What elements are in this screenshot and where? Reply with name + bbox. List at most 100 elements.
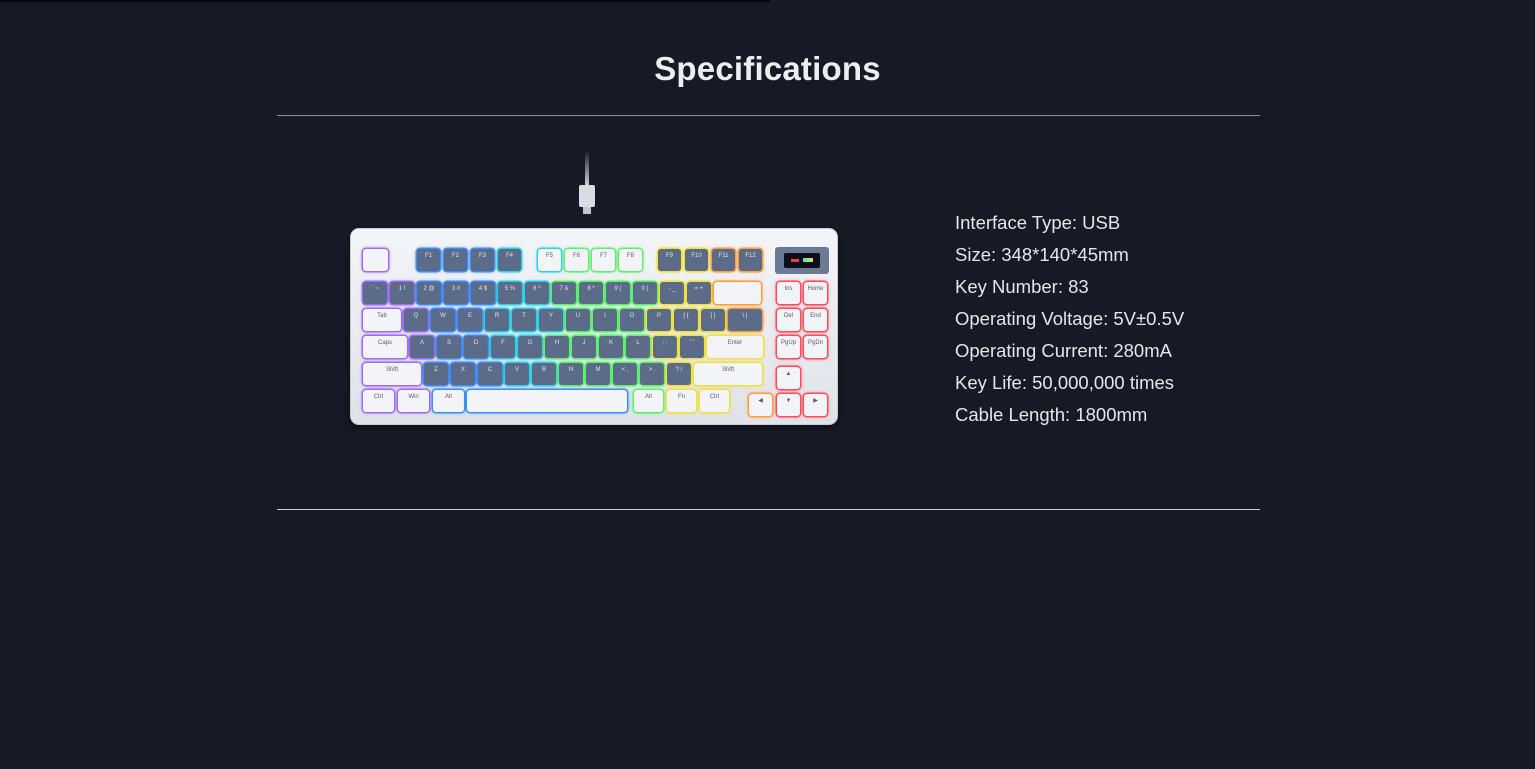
keyboard-key: P	[647, 309, 671, 331]
keyboard-key: \ |	[728, 309, 762, 331]
keyboard-key: Fn	[667, 390, 696, 412]
keyboard-key: F3	[471, 249, 494, 271]
keyboard-key: 9 (	[606, 282, 630, 304]
keyboard-key: ` ~	[363, 282, 387, 304]
keyboard-key: Ctrl	[363, 390, 394, 412]
keyboard-key: Del	[777, 309, 800, 331]
keyboard-key: H	[545, 336, 569, 358]
keyboard-key: Shift	[363, 363, 421, 385]
keyboard-key: F6	[565, 249, 588, 271]
keyboard-key: L	[626, 336, 650, 358]
keyboard-key: = +	[687, 282, 711, 304]
keyboard-key: O	[620, 309, 644, 331]
usb-cable-icon	[585, 150, 589, 186]
keyboard-key: - _	[660, 282, 684, 304]
divider-bottom	[277, 509, 1260, 510]
keyboard-key: ▶	[804, 394, 827, 416]
keyboard-key: ' "	[680, 336, 704, 358]
keyboard-key: Enter	[707, 336, 763, 358]
keyboard-key: 6 ^	[525, 282, 549, 304]
keyboard-key: ▼	[777, 394, 800, 416]
keyboard-key: ? /	[667, 363, 691, 385]
keyboard-key: ; :	[653, 336, 677, 358]
divider-top	[277, 115, 1260, 116]
keyboard-key: J	[572, 336, 596, 358]
keyboard-key: 4 $	[471, 282, 495, 304]
top-edge-strip	[0, 0, 770, 2]
keyboard-key: Home	[804, 282, 827, 304]
keyboard-key: 3 #	[444, 282, 468, 304]
keyboard-key: T	[512, 309, 536, 331]
keyboard-key: Q	[404, 309, 428, 331]
keyboard-key: N	[559, 363, 583, 385]
keyboard-key: End	[804, 309, 827, 331]
keyboard-key: Alt	[433, 390, 464, 412]
keyboard-key: F8	[619, 249, 642, 271]
keyboard-key: S	[437, 336, 461, 358]
keyboard-key: F4	[498, 249, 521, 271]
spec-interface-type: Interface Type: USB	[955, 212, 1121, 233]
spec-cable-length: Cable Length: 1800mm	[955, 404, 1148, 425]
keyboard-key: 5 %	[498, 282, 522, 304]
spec-key-number: Key Number: 83	[955, 276, 1089, 297]
spec-size: Size: 348*140*45mm	[955, 244, 1129, 265]
keyboard-key: Alt	[634, 390, 663, 412]
keyboard-key: Ctrl	[700, 390, 729, 412]
keyboard-key: Caps	[363, 336, 407, 358]
spec-list: Interface Type: USB Size: 348*140*45mm K…	[955, 210, 1184, 434]
keyboard-key: X	[451, 363, 475, 385]
keyboard-key: C	[478, 363, 502, 385]
keyboard-screen	[775, 247, 829, 274]
keyboard-key: K	[599, 336, 623, 358]
keyboard-key: 0 )	[633, 282, 657, 304]
keyboard-key: 7 &	[552, 282, 576, 304]
keyboard-key: E	[458, 309, 482, 331]
keyboard-key: F	[491, 336, 515, 358]
keyboard-key: F12	[739, 249, 762, 271]
screen-display-icon	[784, 253, 820, 268]
keyboard-key: Ins	[777, 282, 800, 304]
keyboard-key: Z	[424, 363, 448, 385]
keyboard-key: G	[518, 336, 542, 358]
keyboard-key: M	[586, 363, 610, 385]
keyboard-key: F1	[417, 249, 440, 271]
keyboard-key	[714, 282, 761, 304]
keyboard-key: F11	[712, 249, 735, 271]
keyboard-key: Win	[398, 390, 429, 412]
keyboard-key: ] }	[701, 309, 725, 331]
keyboard-key: < ,	[613, 363, 637, 385]
keyboard-key: PgUp	[777, 336, 800, 358]
spec-operating-voltage: Operating Voltage: 5V±0.5V	[955, 308, 1185, 329]
keyboard-key: Y	[539, 309, 563, 331]
usb-plug-icon	[579, 185, 595, 214]
keyboard-key	[467, 390, 627, 412]
keyboard-key: F5	[538, 249, 561, 271]
page-title: Specifications	[654, 50, 881, 87]
keyboard-key: Shift	[694, 363, 762, 385]
keyboard-key: ▲	[777, 367, 800, 389]
spec-key-life: Key Life: 50,000,000 times	[955, 372, 1175, 393]
keyboard-key: PgDn	[804, 336, 827, 358]
keyboard-key: F9	[658, 249, 681, 271]
keyboard-key: A	[410, 336, 434, 358]
keyboard-key: F2	[444, 249, 467, 271]
keyboard-key: B	[532, 363, 556, 385]
keyboard-key: F10	[685, 249, 708, 271]
keyboard-key: V	[505, 363, 529, 385]
keyboard-key: > .	[640, 363, 664, 385]
keyboard-key: I	[593, 309, 617, 331]
keyboard-key: U	[566, 309, 590, 331]
keyboard-key: F7	[592, 249, 615, 271]
keyboard-key: W	[431, 309, 455, 331]
keyboard-key: 1 !	[390, 282, 414, 304]
keyboard-key: Tab	[363, 309, 401, 331]
keyboard-key: 8 *	[579, 282, 603, 304]
spec-operating-current: Operating Current: 280mA	[955, 340, 1172, 361]
keyboard-key: 2 @	[417, 282, 441, 304]
keyboard-key: D	[464, 336, 488, 358]
keyboard-key: ◀	[749, 394, 772, 416]
keyboard-key: R	[485, 309, 509, 331]
keyboard-key	[363, 249, 388, 271]
